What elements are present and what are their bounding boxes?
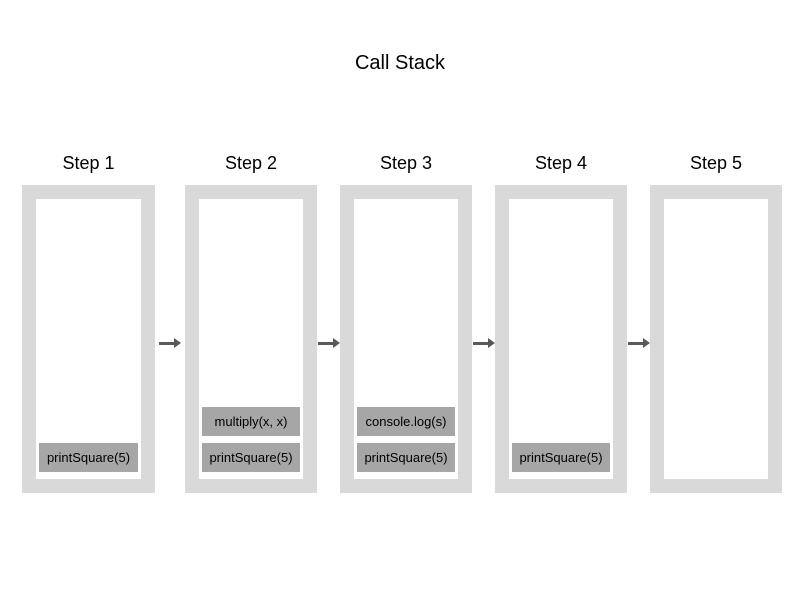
step-2-stack-area: multiply(x, x) printSquare(5) [199, 199, 303, 479]
right-arrow-icon [318, 338, 340, 348]
arrow-head [643, 338, 650, 348]
step-3-stack-frame: console.log(s) printSquare(5) [340, 185, 472, 493]
diagram-title: Call Stack [354, 52, 446, 74]
arrow-shaft [159, 341, 174, 345]
step-4-column: Step 4 printSquare(5) [495, 150, 627, 493]
stack-frame-printsquare: printSquare(5) [39, 443, 138, 472]
step-1-stack-frame: printSquare(5) [22, 185, 155, 493]
arrow-shaft [318, 341, 333, 345]
stack-frame-console-log: console.log(s) [357, 407, 455, 436]
arrow-shaft [473, 341, 488, 345]
step-4-stack-frame: printSquare(5) [495, 185, 627, 493]
step-4-label: Step 4 [534, 153, 588, 173]
step-2-column: Step 2 multiply(x, x) printSquare(5) [185, 150, 317, 493]
step-1-column: Step 1 printSquare(5) [22, 150, 155, 493]
step-1-label: Step 1 [62, 153, 115, 173]
stack-frame-printsquare: printSquare(5) [357, 443, 455, 472]
arrow-head [333, 338, 340, 348]
step-5-stack-area [664, 199, 768, 479]
arrow-head [488, 338, 495, 348]
stack-frame-printsquare: printSquare(5) [512, 443, 610, 472]
step-4-stack-area: printSquare(5) [509, 199, 613, 479]
step-3-column: Step 3 console.log(s) printSquare(5) [340, 150, 472, 493]
step-2-label: Step 2 [224, 153, 278, 173]
arrow-shaft [628, 341, 643, 345]
stack-frame-printsquare: printSquare(5) [202, 443, 300, 472]
right-arrow-icon [159, 338, 181, 348]
arrow-head [174, 338, 181, 348]
right-arrow-icon [628, 338, 650, 348]
step-3-label: Step 3 [379, 153, 433, 173]
step-2-stack-frame: multiply(x, x) printSquare(5) [185, 185, 317, 493]
step-5-column: Step 5 [650, 150, 782, 493]
step-1-stack-area: printSquare(5) [36, 199, 141, 479]
right-arrow-icon [473, 338, 495, 348]
step-3-stack-area: console.log(s) printSquare(5) [354, 199, 458, 479]
step-5-label: Step 5 [689, 153, 743, 173]
step-5-stack-frame [650, 185, 782, 493]
stack-frame-multiply: multiply(x, x) [202, 407, 300, 436]
